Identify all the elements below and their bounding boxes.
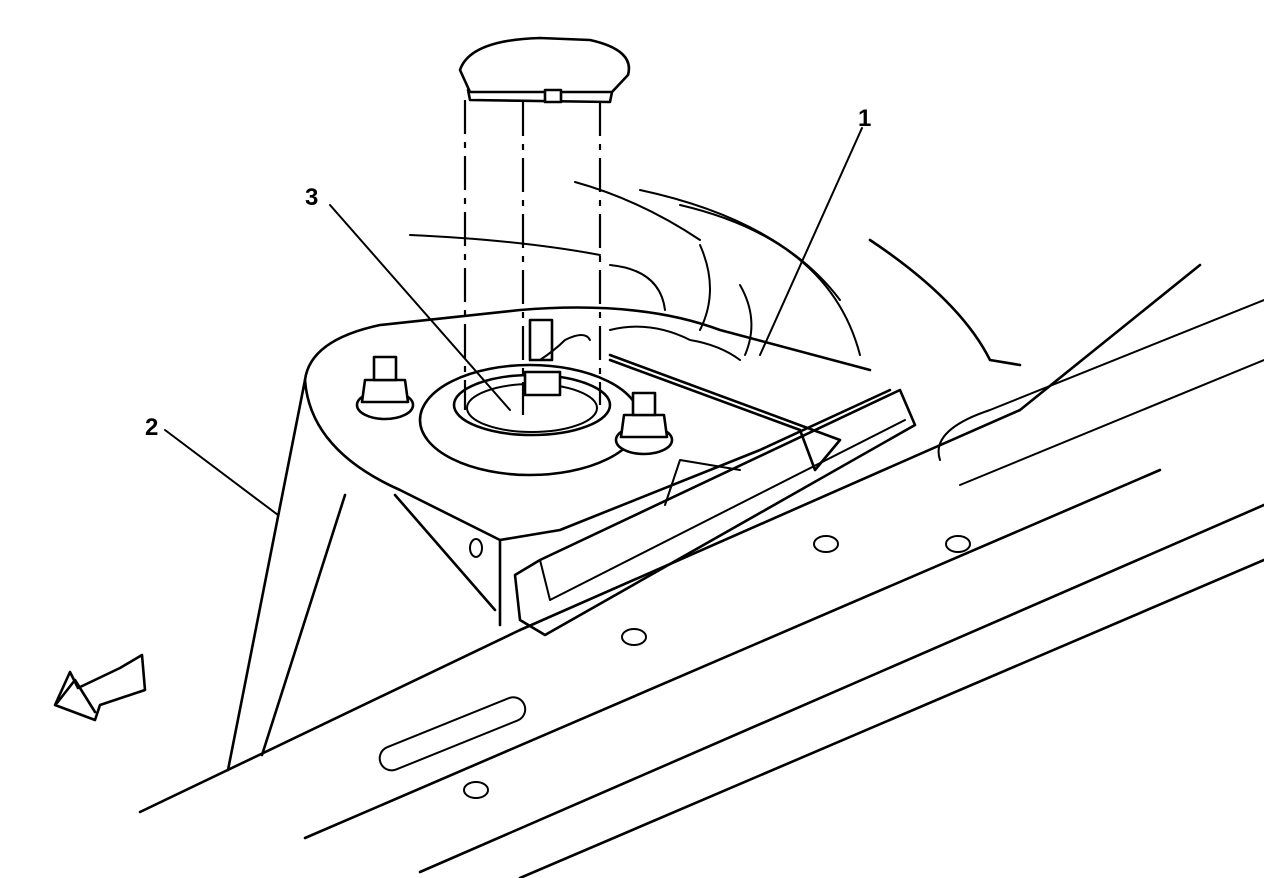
strut-tower [226, 306, 892, 772]
callout-1-label: 1 [858, 105, 871, 132]
frame-rail [138, 263, 1264, 878]
alignment-lines [463, 100, 602, 415]
callout-2-leader [164, 429, 279, 516]
fender-panel [409, 181, 1022, 367]
strut-shaft-nut [523, 318, 741, 397]
brace-bar [513, 353, 917, 637]
mount-nut-left [355, 355, 415, 421]
mount-nut-right [614, 391, 674, 456]
frame-holes [378, 535, 971, 799]
callout-3-leader [329, 204, 511, 411]
callout-1-leader [759, 127, 863, 356]
callout-3-label: 3 [305, 184, 318, 211]
callout-2-label: 2 [145, 414, 158, 441]
front-direction-arrow-icon [53, 653, 147, 722]
strut-cap [458, 36, 631, 104]
